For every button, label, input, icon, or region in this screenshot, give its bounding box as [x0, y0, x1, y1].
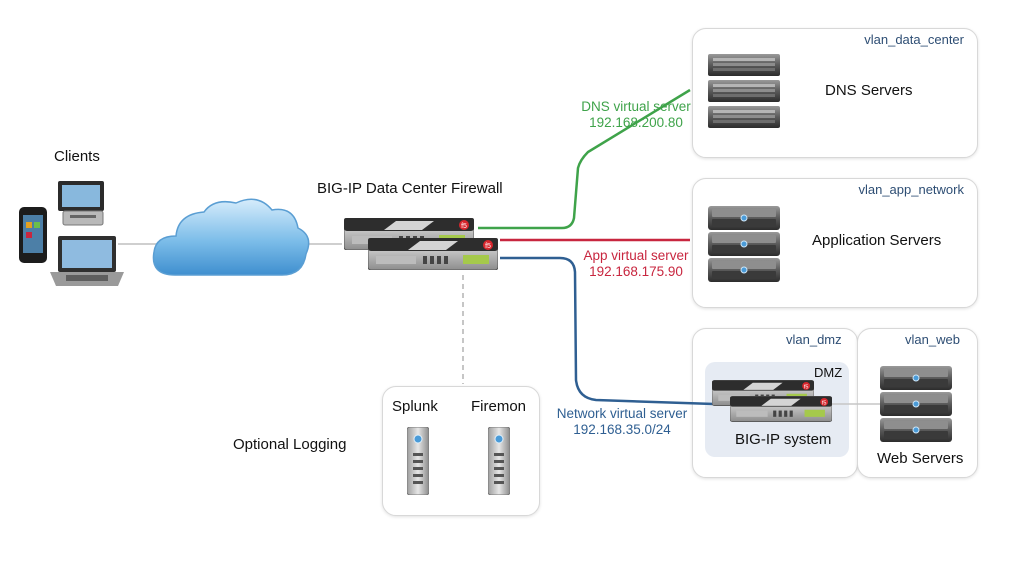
dns-servers-icon [708, 54, 780, 128]
dns-vs-ip: 192.168.200.80 [589, 114, 683, 130]
dns-vs-name: DNS virtual server [581, 99, 691, 114]
clients-label: Clients [54, 148, 100, 165]
firewall-label: BIG-IP Data Center Firewall [317, 180, 503, 197]
app-vs-label: App virtual server 192.168.175.90 [580, 248, 692, 279]
vlan-dmz-label: vlan_dmz [786, 332, 842, 347]
network-link [500, 256, 715, 406]
bigip-system-label: BIG-IP system [735, 431, 832, 448]
vlan-web-label: vlan_web [905, 332, 960, 347]
cloud-icon [152, 198, 310, 276]
dmz-bigip-icon [712, 380, 832, 422]
vlan-app-network-label: vlan_app_network [858, 182, 964, 197]
client-laptop-icon [50, 236, 124, 286]
network-vs-label: Network virtual server 192.168.35.0/24 [552, 406, 692, 437]
dmz-label: DMZ [814, 365, 843, 380]
tower-server-icon [488, 427, 510, 495]
client-desktop-icon [58, 181, 104, 226]
network-vs-ip: 192.168.35.0/24 [573, 421, 671, 437]
dns-servers-label: DNS Servers [825, 82, 913, 99]
app-servers-label: Application Servers [812, 232, 942, 249]
splunk-label: Splunk [392, 398, 438, 415]
vlan-data-center-label: vlan_data_center [864, 32, 964, 47]
web-servers-label: Web Servers [877, 450, 964, 467]
network-vs-name: Network virtual server [556, 406, 688, 421]
optional-logging-label: Optional Logging [233, 436, 347, 453]
app-vs-ip: 192.168.175.90 [589, 263, 683, 279]
firemon-label: Firemon [471, 398, 527, 415]
app-servers-icon [708, 206, 780, 282]
client-tablet-icon [19, 207, 47, 263]
tower-server-icon [407, 427, 429, 495]
dns-link [478, 88, 691, 230]
app-vs-name: App virtual server [583, 248, 689, 263]
dns-vs-label: DNS virtual server 192.168.200.80 [580, 99, 692, 130]
web-servers-icon [880, 366, 952, 442]
bigip-appliance-icon [344, 218, 498, 270]
